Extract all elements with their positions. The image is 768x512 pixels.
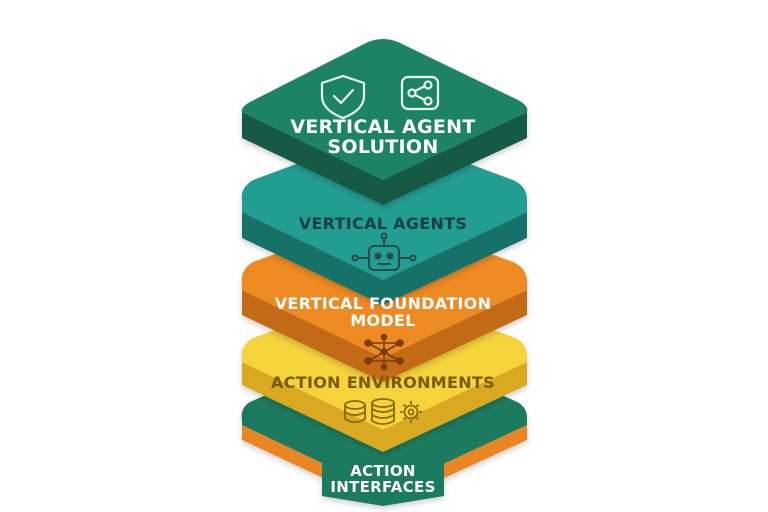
share-nodes-icon: [400, 75, 440, 111]
layer-action-interfaces-side: [242, 425, 527, 506]
layer-action-environments-side: [242, 362, 527, 452]
shield-check-icon: [320, 74, 366, 120]
layer-vertical-agent-solution-side: [242, 112, 527, 205]
layer-vertical-agent-solution-top: [241, 39, 528, 180]
gear-icon: [400, 401, 422, 423]
database-icon: [344, 400, 366, 423]
layer-vertical-agents-side: [242, 212, 527, 305]
robot-icon: [351, 232, 417, 271]
database-icon: [371, 398, 395, 425]
layer-vertical-agent-solution: [241, 39, 528, 205]
neural-network-icon: [364, 333, 404, 371]
layer-action-interfaces-tab: [322, 455, 444, 506]
